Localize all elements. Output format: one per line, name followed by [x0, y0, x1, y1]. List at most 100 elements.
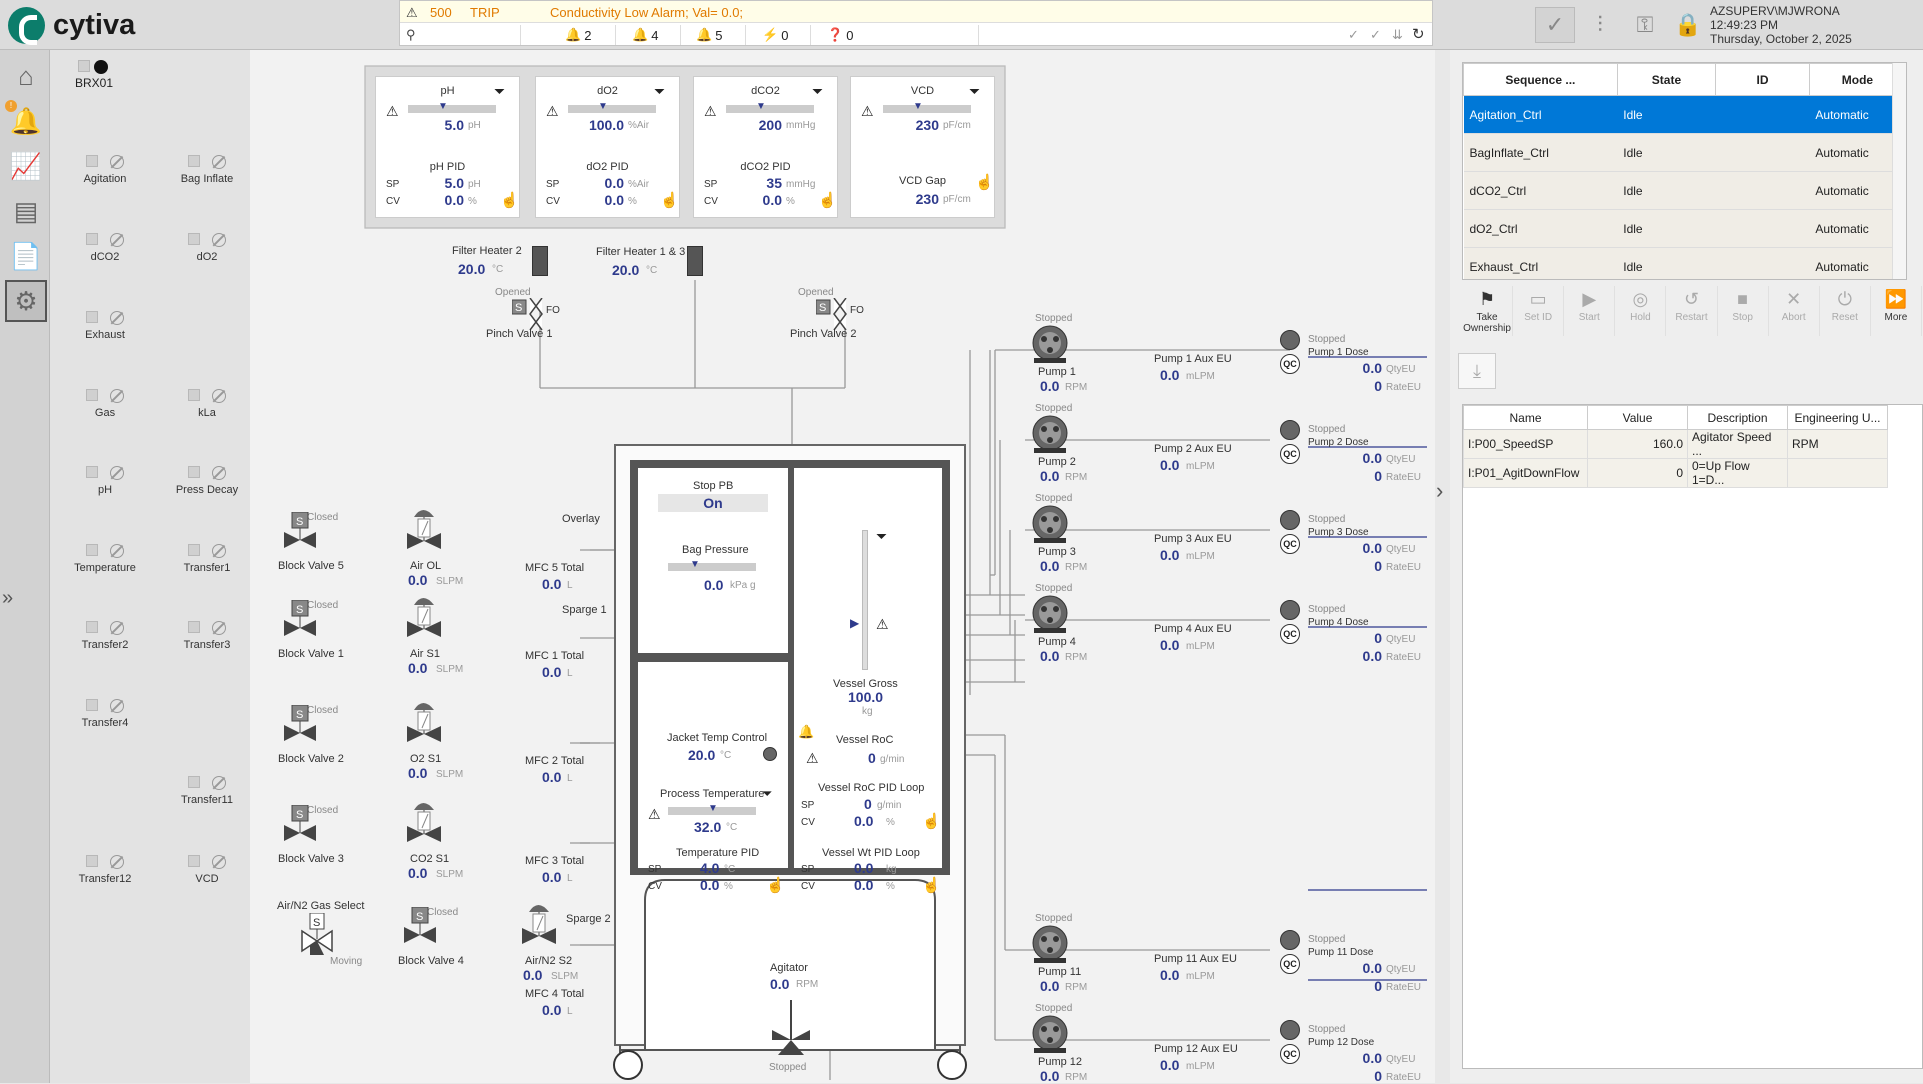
param-col-header[interactable]: Value — [1587, 405, 1688, 430]
item-checkbox[interactable] — [188, 466, 200, 478]
gas-select-valve-icon[interactable]: S — [300, 912, 340, 962]
unit-selector[interactable]: BRX01 — [75, 60, 113, 90]
qc-button[interactable]: QC — [1280, 1044, 1300, 1064]
hand-icon[interactable]: ☝ — [818, 192, 837, 209]
sequence-col-header[interactable]: State — [1616, 63, 1717, 96]
item-checkbox[interactable] — [188, 389, 200, 401]
item-checkbox[interactable] — [188, 155, 200, 167]
item-checkbox[interactable] — [86, 311, 98, 323]
item-checkbox[interactable] — [86, 855, 98, 867]
item-checkbox[interactable] — [86, 466, 98, 478]
unit-item[interactable]: Exhaust — [60, 311, 150, 341]
dose-status-icon[interactable] — [1280, 1020, 1300, 1040]
unit-item[interactable]: Transfer2 — [60, 621, 150, 651]
ack-all-icon[interactable]: ✓ — [1370, 27, 1381, 42]
block-valve-icon[interactable]: S — [283, 804, 323, 854]
mfc-valve-icon[interactable] — [406, 505, 446, 562]
hand-icon[interactable]: ☝ — [975, 174, 994, 191]
report-icon[interactable]: 📄 — [9, 240, 43, 271]
qc-button[interactable]: QC — [1280, 534, 1300, 554]
peristaltic-pump-icon[interactable] — [1030, 415, 1070, 460]
unit-item[interactable]: Temperature — [60, 544, 150, 574]
block-valve-icon[interactable]: S — [283, 599, 323, 649]
collapse-right-icon[interactable]: › — [1436, 478, 1444, 503]
mfc-valve-icon[interactable] — [406, 698, 446, 755]
peristaltic-pump-icon[interactable] — [1030, 1015, 1070, 1060]
alarm-filter-icon[interactable]: ⚲ — [406, 27, 416, 42]
unit-item[interactable]: Bag Inflate — [162, 155, 252, 185]
lock-icon[interactable]: 🔒 — [1674, 12, 1702, 37]
faceplate-3[interactable]: VCD ⏷ ⚠ ▼ 230 pF/cm VCD Gap 230 pF/cm ☝ — [850, 76, 995, 218]
sliders-icon[interactable]: ⫶ — [1597, 12, 1603, 37]
hand-icon[interactable]: ☝ — [660, 192, 679, 209]
critical-alarm-count[interactable]: 🔔2 — [565, 27, 592, 43]
event-count[interactable]: ⚡0 — [762, 27, 789, 43]
unknown-count[interactable]: ❓0 — [827, 27, 854, 43]
unit-item[interactable]: Transfer4 — [60, 699, 150, 729]
unit-item[interactable]: dCO2 — [60, 233, 150, 263]
unit-checkbox[interactable] — [78, 60, 90, 72]
low-alarm-count[interactable]: 🔔5 — [696, 27, 723, 43]
sequence-scrollbar[interactable] — [1892, 63, 1906, 279]
item-checkbox[interactable] — [86, 155, 98, 167]
mfc-valve-icon[interactable] — [521, 900, 561, 957]
param-col-header[interactable]: Name — [1463, 405, 1588, 430]
roc-pid-hand-icon[interactable]: ☝ — [922, 813, 941, 830]
faceplate-0[interactable]: pH ⏷ ⚠ ▼ 5.0 pH pH PID SP 5.0 pH CV 0.0 … — [375, 76, 520, 218]
dose-status-icon[interactable] — [1280, 600, 1300, 620]
jacket-status-icon[interactable] — [763, 747, 777, 761]
item-checkbox[interactable] — [188, 776, 200, 788]
expand-panel-icon[interactable]: » — [2, 587, 14, 609]
item-checkbox[interactable] — [86, 621, 98, 633]
mfc-valve-icon[interactable] — [406, 798, 446, 855]
block-valve-icon[interactable]: S — [283, 704, 323, 754]
sequence-col-header[interactable]: Mode — [1808, 63, 1906, 96]
more-button[interactable]: ⏩ More — [1871, 286, 1922, 336]
unit-item[interactable]: Transfer12 — [60, 855, 150, 885]
hand-icon[interactable]: ☝ — [500, 192, 519, 209]
settings-gear-icon[interactable]: ⚙ — [5, 280, 47, 322]
filter-heater-1-3-icon[interactable] — [687, 246, 703, 276]
mfc-valve-icon[interactable] — [406, 593, 446, 650]
stop-button[interactable]: ■ Stop — [1718, 286, 1769, 336]
unit-item[interactable]: Press Decay — [162, 466, 252, 496]
faceplate-1[interactable]: dO2 ⏷ ⚠ ▼ 100.0 %Air dO2 PID SP 0.0 %Air… — [535, 76, 680, 218]
bell-icon[interactable]: 🔔! — [5, 100, 47, 142]
peristaltic-pump-icon[interactable] — [1030, 325, 1070, 370]
alarm-line[interactable]: ⚠ 500 TRIP Conductivity Low Alarm; Val= … — [400, 1, 1432, 23]
param-col-header[interactable]: Engineering U... — [1787, 405, 1888, 430]
qc-button[interactable]: QC — [1280, 954, 1300, 974]
high-alarm-count[interactable]: 🔔4 — [632, 27, 659, 43]
unit-item[interactable]: Transfer1 — [162, 544, 252, 574]
item-checkbox[interactable] — [86, 699, 98, 711]
unit-item[interactable]: kLa — [162, 389, 252, 419]
key-icon[interactable]: ⚿ — [1636, 12, 1654, 37]
qc-button[interactable]: QC — [1280, 354, 1300, 374]
block-valve-icon[interactable]: S — [283, 511, 323, 561]
sequence-col-header[interactable]: ID — [1715, 63, 1810, 96]
filter-heater-2-icon[interactable] — [532, 246, 548, 276]
download-icon[interactable]: ⤓ — [1458, 353, 1496, 389]
pinch-valve-1-icon[interactable]: S — [511, 297, 552, 339]
home-icon[interactable]: ⌂ — [18, 60, 34, 91]
dose-status-icon[interactable] — [1280, 930, 1300, 950]
item-checkbox[interactable] — [188, 621, 200, 633]
dose-status-icon[interactable] — [1280, 510, 1300, 530]
sequence-col-header[interactable]: Sequence ... — [1463, 63, 1618, 96]
temp-pid-hand-icon[interactable]: ☝ — [766, 877, 785, 894]
item-checkbox[interactable] — [86, 544, 98, 556]
hold-button[interactable]: ◎ Hold — [1615, 286, 1667, 336]
set-id-button[interactable]: ▭ Set ID — [1513, 286, 1565, 336]
silence-icon[interactable]: ⇊ — [1392, 27, 1403, 42]
peristaltic-pump-icon[interactable] — [1030, 595, 1070, 640]
item-checkbox[interactable] — [188, 855, 200, 867]
batch-list-icon[interactable]: ▤ — [13, 195, 39, 226]
agitator-impeller-icon[interactable] — [768, 1000, 814, 1065]
